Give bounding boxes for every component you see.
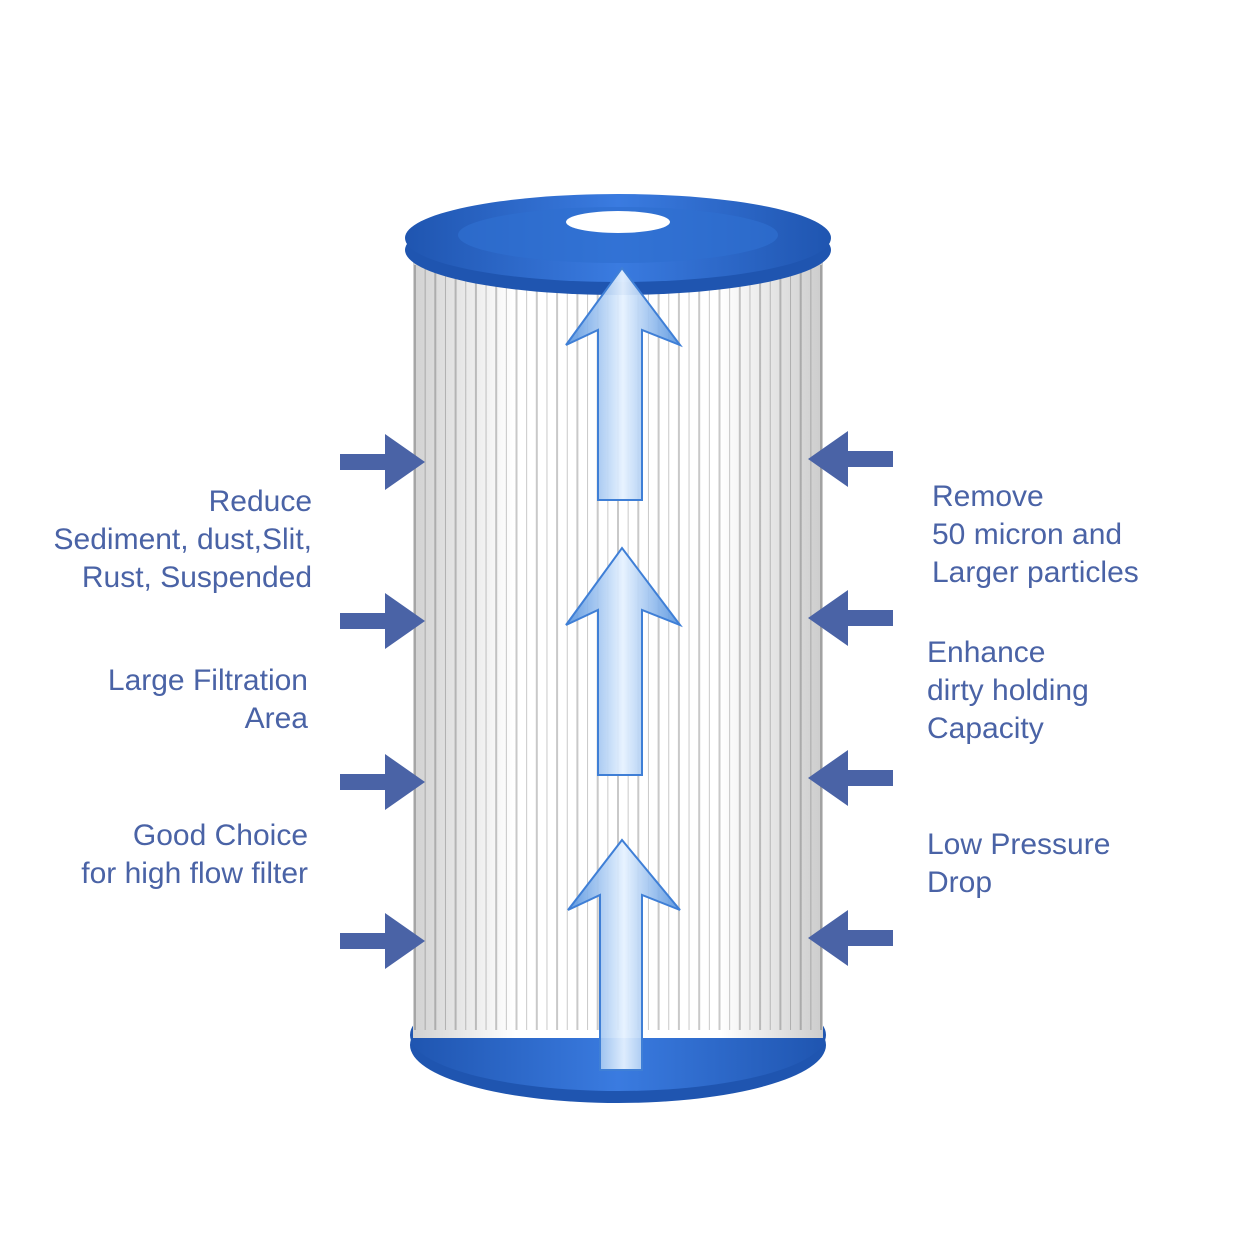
feature-line: Larger particles [932, 556, 1139, 589]
feature-line: Low Pressure [927, 828, 1111, 861]
feature-line: Area [244, 702, 308, 735]
arrow-right-icon [340, 754, 425, 810]
feature-line: Remove [932, 480, 1044, 513]
water-arrow-up-icon [567, 838, 681, 1071]
arrow-left-icon [808, 750, 893, 806]
feature-line: Sediment, dust,Slit, [53, 523, 312, 556]
feature-large-filtration-area: Large Filtration Area [108, 662, 308, 738]
feature-line: dirty holding [927, 674, 1089, 707]
feature-line: Enhance [927, 636, 1046, 669]
arrow-right-icon [340, 434, 425, 490]
arrow-left-icon [808, 910, 893, 966]
water-flow-arrows [565, 266, 683, 1071]
water-arrow-up-icon [565, 266, 683, 501]
feature-remove-particles: Remove 50 micron and Larger particles [932, 478, 1139, 592]
arrow-left-icon [808, 590, 893, 646]
feature-line: Large Filtration [107, 664, 308, 697]
water-arrow-up-icon [565, 546, 683, 776]
feature-line: Capacity [927, 712, 1044, 745]
feature-line: Rust, Suspended [81, 561, 312, 594]
feature-line: 50 micron and [932, 518, 1123, 551]
arrow-left-icon [808, 431, 893, 487]
feature-reduce-sediment: Reduce Sediment, dust,Slit, Rust, Suspen… [54, 483, 312, 597]
feature-line: Reduce [208, 485, 312, 518]
feature-line: Drop [927, 866, 993, 899]
top-cap [405, 194, 831, 295]
arrow-right-icon [340, 593, 425, 649]
feature-line: for high flow filter [81, 857, 308, 890]
feature-low-pressure-drop: Low Pressure Drop [927, 826, 1110, 902]
top-cap-outlet [566, 211, 670, 233]
feature-line: Good Choice [132, 819, 308, 852]
arrow-right-icon [340, 913, 425, 969]
feature-enhance-capacity: Enhance dirty holding Capacity [927, 634, 1089, 748]
feature-good-choice: Good Choice for high flow filter [81, 817, 308, 893]
